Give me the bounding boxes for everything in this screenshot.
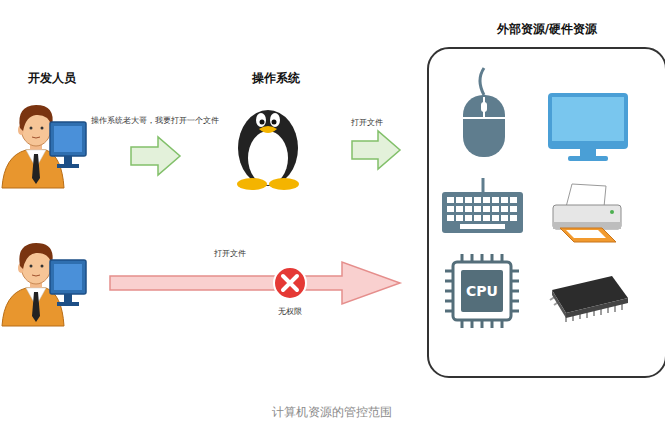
tux-penguin-part bbox=[270, 113, 280, 127]
arrow-label: 打开文件 bbox=[214, 249, 246, 259]
chip-pins bbox=[445, 254, 519, 328]
mouse-icon bbox=[463, 68, 505, 157]
developer-figure bbox=[2, 243, 86, 326]
mouse-icon-part bbox=[463, 95, 505, 157]
mouse-icon-part bbox=[463, 117, 505, 119]
printer-icon-part bbox=[610, 210, 614, 214]
denied-mark-part bbox=[274, 267, 306, 299]
keyboard-icon-part bbox=[446, 196, 518, 223]
node-heading: 外部资源/硬件资源 bbox=[429, 21, 665, 37]
tux-penguin-part bbox=[237, 178, 267, 190]
os-node: 操作系统 bbox=[228, 98, 324, 188]
chip-core bbox=[461, 270, 503, 312]
monitor-icon-part bbox=[568, 156, 608, 161]
node-heading: 开发人员 bbox=[0, 70, 104, 86]
monitor-icon bbox=[548, 93, 628, 161]
tux-penguin-part bbox=[259, 126, 277, 133]
figure-caption: 计算机资源的管控范围 bbox=[272, 405, 392, 419]
tux-penguin-part bbox=[256, 113, 266, 127]
printer-icon bbox=[553, 184, 621, 242]
developer-node bbox=[0, 236, 88, 326]
keyboard-icon bbox=[442, 178, 523, 233]
mouse-icon-part bbox=[480, 68, 484, 95]
node-heading: 操作系统 bbox=[228, 70, 324, 86]
keyboard-icon-part bbox=[460, 224, 505, 229]
denied-mark-part bbox=[283, 276, 297, 290]
keyboard-icon-part bbox=[482, 178, 485, 192]
memory-chip-icon-part bbox=[566, 298, 628, 318]
developer-node: 开发人员 bbox=[0, 98, 104, 188]
arrow-label: 操作系统老大哥，我要打开一个文件 bbox=[91, 116, 219, 126]
printer-icon-part bbox=[553, 205, 621, 229]
printer-icon-part bbox=[566, 184, 606, 207]
tux-penguin bbox=[237, 110, 299, 190]
mouse-icon-part bbox=[481, 102, 487, 112]
tux-penguin-part bbox=[272, 120, 277, 125]
monitor-icon-part bbox=[580, 149, 596, 157]
tux-penguin-part bbox=[260, 120, 265, 125]
cpu-chip: CPU bbox=[444, 253, 520, 329]
chip-frame bbox=[453, 262, 511, 320]
chip-label: CPU bbox=[466, 283, 498, 299]
memory-chip-icon bbox=[550, 276, 628, 322]
arrow-label: 打开文件 bbox=[351, 118, 383, 128]
printer-icon-part bbox=[566, 230, 606, 238]
denied-mark bbox=[274, 267, 306, 299]
block-arrow bbox=[352, 131, 400, 169]
printer-icon-part bbox=[560, 228, 616, 242]
block-arrow bbox=[131, 137, 180, 175]
monitor-icon-part bbox=[548, 93, 628, 149]
developer-figure bbox=[2, 105, 86, 188]
block-arrow bbox=[110, 262, 400, 304]
note-label: 无权限 bbox=[278, 307, 302, 317]
monitor-icon-part bbox=[552, 97, 624, 141]
tux-penguin-part bbox=[238, 110, 298, 186]
tux-penguin-part bbox=[269, 178, 299, 190]
keyboard-icon-part bbox=[442, 192, 523, 233]
tux-penguin-part bbox=[248, 131, 288, 185]
hardware-box: 外部资源/硬件资源CPU bbox=[427, 47, 665, 378]
memory-chip-icon-part bbox=[552, 290, 566, 318]
